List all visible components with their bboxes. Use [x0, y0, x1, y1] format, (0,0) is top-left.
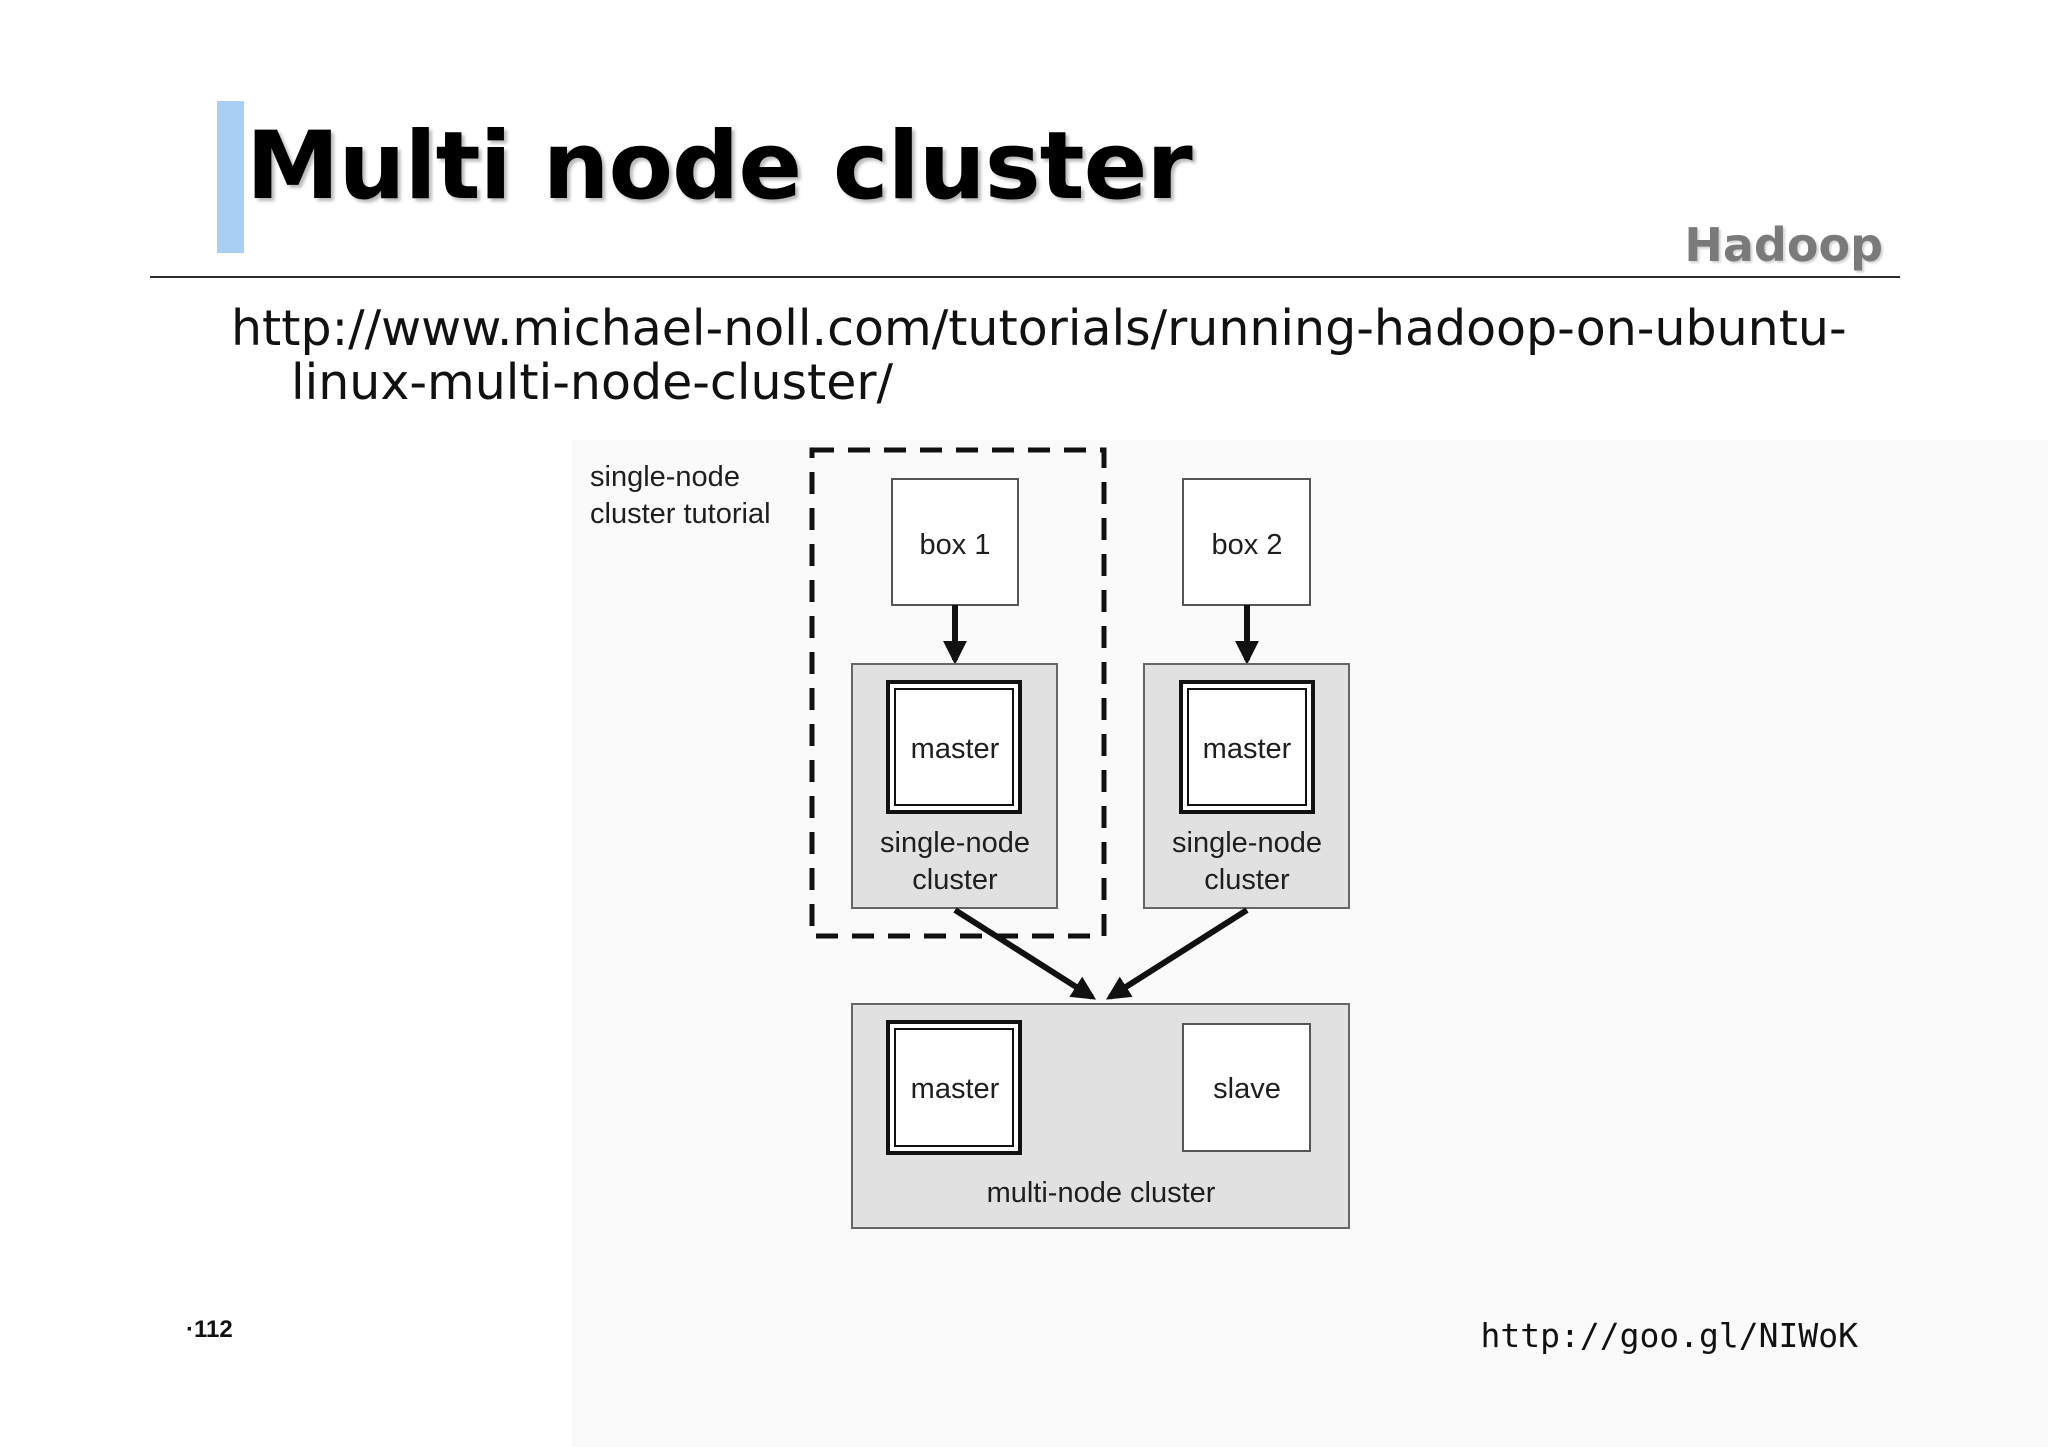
tutorial-label-line2: cluster tutorial: [590, 498, 771, 530]
left-master-inner-border: [894, 688, 1014, 806]
left-master-node: [886, 680, 1022, 814]
page-number: ·112: [186, 1316, 233, 1343]
box1-node: [891, 478, 1019, 606]
multi-master-inner-border: [894, 1028, 1014, 1147]
multi-cluster-label: multi-node cluster: [987, 1177, 1216, 1209]
arrow-left-to-multi: [953, 907, 1097, 1000]
right-master-label: master: [1203, 733, 1292, 765]
left-cluster-label-line2: cluster: [912, 864, 998, 896]
short-url-link[interactable]: http://goo.gl/NIWoK: [1480, 1316, 1859, 1355]
multi-slave-label: slave: [1213, 1073, 1281, 1105]
source-url[interactable]: http://www.michael-noll.com/tutorials/ru…: [231, 302, 1871, 410]
right-master-inner-border: [1187, 688, 1307, 806]
right-cluster-label-line2: cluster: [1204, 864, 1290, 896]
diagram-background: [572, 440, 2048, 1447]
tutorial-label-line1: single-node: [590, 461, 740, 493]
title-divider: [150, 276, 1900, 278]
slide-title: Multi node cluster: [246, 112, 1193, 221]
multi-master-node: [886, 1020, 1022, 1155]
multi-slave-node: [1182, 1023, 1311, 1152]
right-cluster-label-line1: single-node: [1172, 827, 1322, 859]
box2-label: box 2: [1212, 529, 1283, 561]
box2-node: [1182, 478, 1311, 606]
arrow-right-to-multi: [1105, 907, 1249, 1000]
title-accent-bar: [217, 101, 244, 253]
tutorial-boundary: [809, 447, 1107, 939]
left-master-label: master: [911, 733, 1000, 765]
page-number-value: 112: [194, 1316, 233, 1343]
multi-master-label: master: [911, 1073, 1000, 1105]
source-url-line1: http://www.michael-noll.com/tutorials/ru…: [231, 300, 1847, 357]
right-master-node: [1179, 680, 1315, 814]
left-cluster-label-line1: single-node: [880, 827, 1030, 859]
box1-label: box 1: [920, 529, 991, 561]
section-label: Hadoop: [1684, 218, 1883, 272]
source-url-line2: linux-multi-node-cluster/: [291, 354, 894, 411]
